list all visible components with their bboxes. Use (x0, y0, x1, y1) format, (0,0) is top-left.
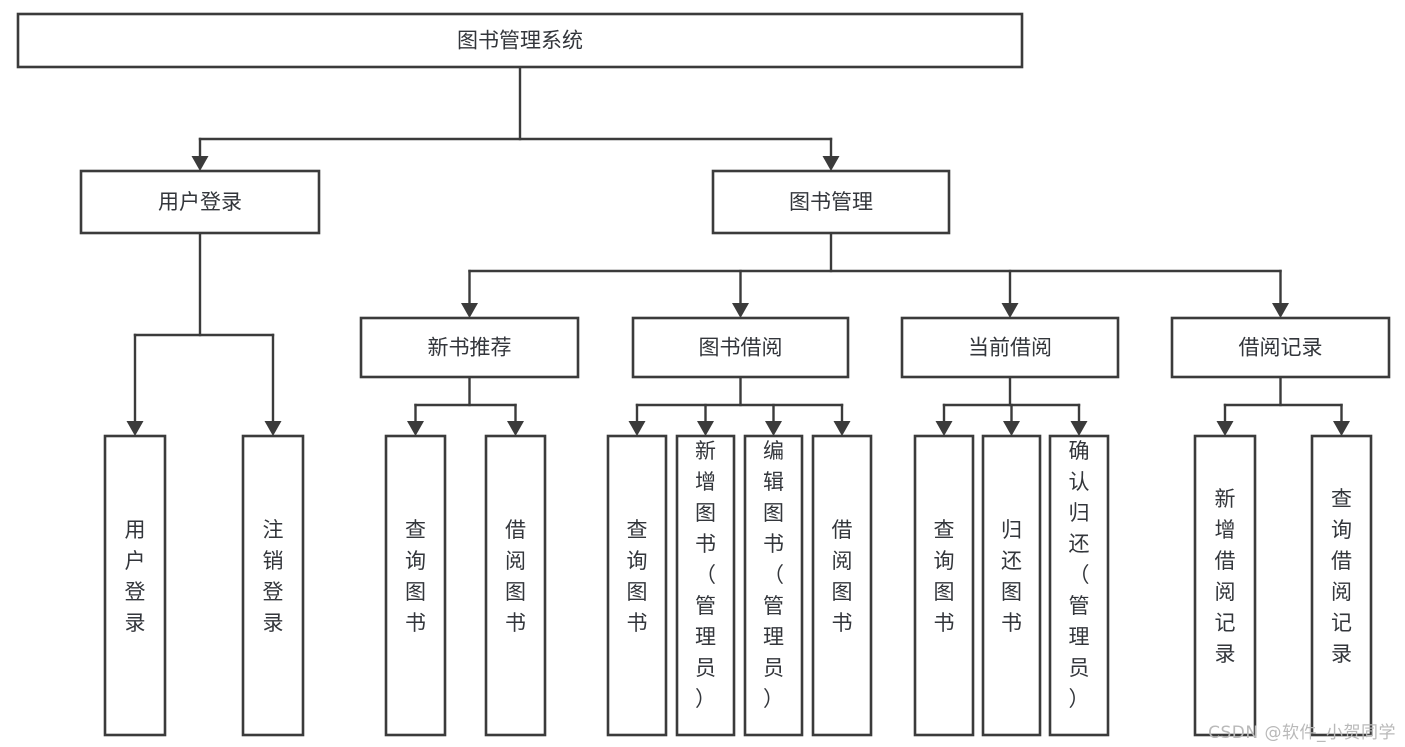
node-edit-book[interactable]: 编辑图书（管理员） (743, 434, 804, 737)
node-add-book[interactable]: 新增图书（管理员） (675, 434, 736, 737)
edge-borrow-record-add-borrow-record-arrowhead (1216, 421, 1234, 436)
node-box-edit-book (743, 434, 804, 737)
node-box-borrow-record (1170, 316, 1391, 379)
node-label-query-book-3: 查询图书 (934, 518, 955, 635)
edge-borrow-record-query-borrow-record-arrowhead (1333, 421, 1350, 436)
node-query-book-3[interactable]: 查询图书 (913, 434, 975, 737)
node-box-query-borrow-record (1310, 434, 1373, 737)
edge-root-user-login-arrowhead (191, 156, 209, 171)
node-box-user-logout (241, 434, 305, 737)
node-label-return-book: 归还图书 (1001, 518, 1022, 635)
edge-new-book-recommend-borrow-book-1-arrowhead (507, 421, 524, 436)
edge-user-login-user-logout-arrowhead (264, 421, 282, 436)
node-box-borrow-book-1 (484, 434, 547, 737)
node-label-query-book-2: 查询图书 (627, 518, 648, 635)
node-label-borrow-book-1: 借阅图书 (505, 518, 526, 635)
edge-book-borrow-edit-book-arrowhead (765, 421, 782, 436)
edge-book-admin-book-borrow-arrowhead (732, 303, 749, 318)
node-label-query-book-1: 查询图书 (405, 518, 426, 635)
node-label-book-admin: 图书管理 (789, 190, 873, 214)
node-user-login[interactable]: 用户登录 (79, 169, 321, 235)
node-label-new-book-recommend: 新书推荐 (428, 336, 512, 360)
edge-current-borrow-query-book-3-arrowhead (935, 421, 953, 436)
node-borrow-book-1[interactable]: 借阅图书 (484, 434, 547, 737)
node-box-book-admin (711, 169, 951, 235)
node-book-admin[interactable]: 图书管理 (711, 169, 951, 235)
node-query-book-2[interactable]: 查询图书 (606, 434, 668, 737)
node-box-confirm-return (1048, 434, 1110, 737)
connector-layer (126, 65, 1350, 436)
node-label-current-borrow: 当前借阅 (968, 336, 1052, 360)
edge-book-admin-new-book-recommend-arrowhead (461, 303, 478, 318)
csdn-watermark: CSDN @软件_小贺同学 (1208, 723, 1396, 743)
node-label-add-book: 新增图书（管理员） (695, 439, 716, 711)
node-layer: 图书管理系统用户登录用户登录注销登录图书管理新书推荐查询图书借阅图书图书借阅查询… (16, 12, 1391, 737)
node-label-user-login-do: 用户登录 (125, 518, 146, 635)
node-add-borrow-record[interactable]: 新增借阅记录 (1193, 434, 1257, 737)
node-label-borrow-book-2: 借阅图书 (832, 518, 853, 635)
node-box-query-book-2 (606, 434, 668, 737)
node-box-query-book-1 (384, 434, 447, 737)
node-label-borrow-record: 借阅记录 (1239, 336, 1323, 360)
node-box-borrow-book-2 (811, 434, 873, 737)
node-label-confirm-return: 确认归还（管理员） (1069, 439, 1090, 711)
edge-book-borrow-query-book-2-arrowhead (628, 421, 646, 436)
node-query-borrow-record[interactable]: 查询借阅记录 (1310, 434, 1373, 737)
node-user-logout[interactable]: 注销登录 (241, 434, 305, 737)
node-new-book-recommend[interactable]: 新书推荐 (359, 316, 580, 379)
node-box-new-book-recommend (359, 316, 580, 379)
node-book-borrow[interactable]: 图书借阅 (631, 316, 850, 379)
node-label-edit-book: 编辑图书（管理员） (763, 439, 784, 711)
node-query-book-1[interactable]: 查询图书 (384, 434, 447, 737)
node-current-borrow[interactable]: 当前借阅 (900, 316, 1120, 379)
node-box-add-borrow-record (1193, 434, 1257, 737)
node-borrow-record[interactable]: 借阅记录 (1170, 316, 1391, 379)
node-label-user-login: 用户登录 (158, 190, 242, 214)
node-confirm-return[interactable]: 确认归还（管理员） (1048, 434, 1110, 737)
node-box-user-login (79, 169, 321, 235)
node-box-return-book (981, 434, 1042, 737)
node-label-book-borrow: 图书借阅 (699, 336, 783, 360)
edge-root-book-admin-arrowhead (822, 156, 840, 171)
edge-current-borrow-confirm-return-arrowhead (1070, 421, 1088, 436)
edge-book-admin-current-borrow-arrowhead (1001, 303, 1019, 318)
node-borrow-book-2[interactable]: 借阅图书 (811, 434, 873, 737)
edge-current-borrow-return-book-arrowhead (1003, 421, 1020, 436)
node-root[interactable]: 图书管理系统 (16, 12, 1024, 69)
node-label-root: 图书管理系统 (457, 29, 583, 53)
node-box-user-login-do (103, 434, 167, 737)
edge-book-borrow-add-book-arrowhead (697, 421, 714, 436)
node-user-login-do[interactable]: 用户登录 (103, 434, 167, 737)
node-label-add-borrow-record: 新增借阅记录 (1215, 487, 1236, 666)
node-box-add-book (675, 434, 736, 737)
node-box-book-borrow (631, 316, 850, 379)
node-box-root (16, 12, 1024, 69)
node-box-current-borrow (900, 316, 1120, 379)
node-label-query-borrow-record: 查询借阅记录 (1331, 487, 1352, 666)
node-return-book[interactable]: 归还图书 (981, 434, 1042, 737)
edge-user-login-user-login-do-arrowhead (126, 421, 144, 436)
edge-new-book-recommend-query-book-1-arrowhead (407, 421, 424, 436)
node-box-query-book-3 (913, 434, 975, 737)
node-label-user-logout: 注销登录 (263, 518, 284, 635)
edge-book-borrow-borrow-book-2-arrowhead (833, 421, 851, 436)
edge-book-admin-borrow-record-arrowhead (1272, 303, 1289, 318)
